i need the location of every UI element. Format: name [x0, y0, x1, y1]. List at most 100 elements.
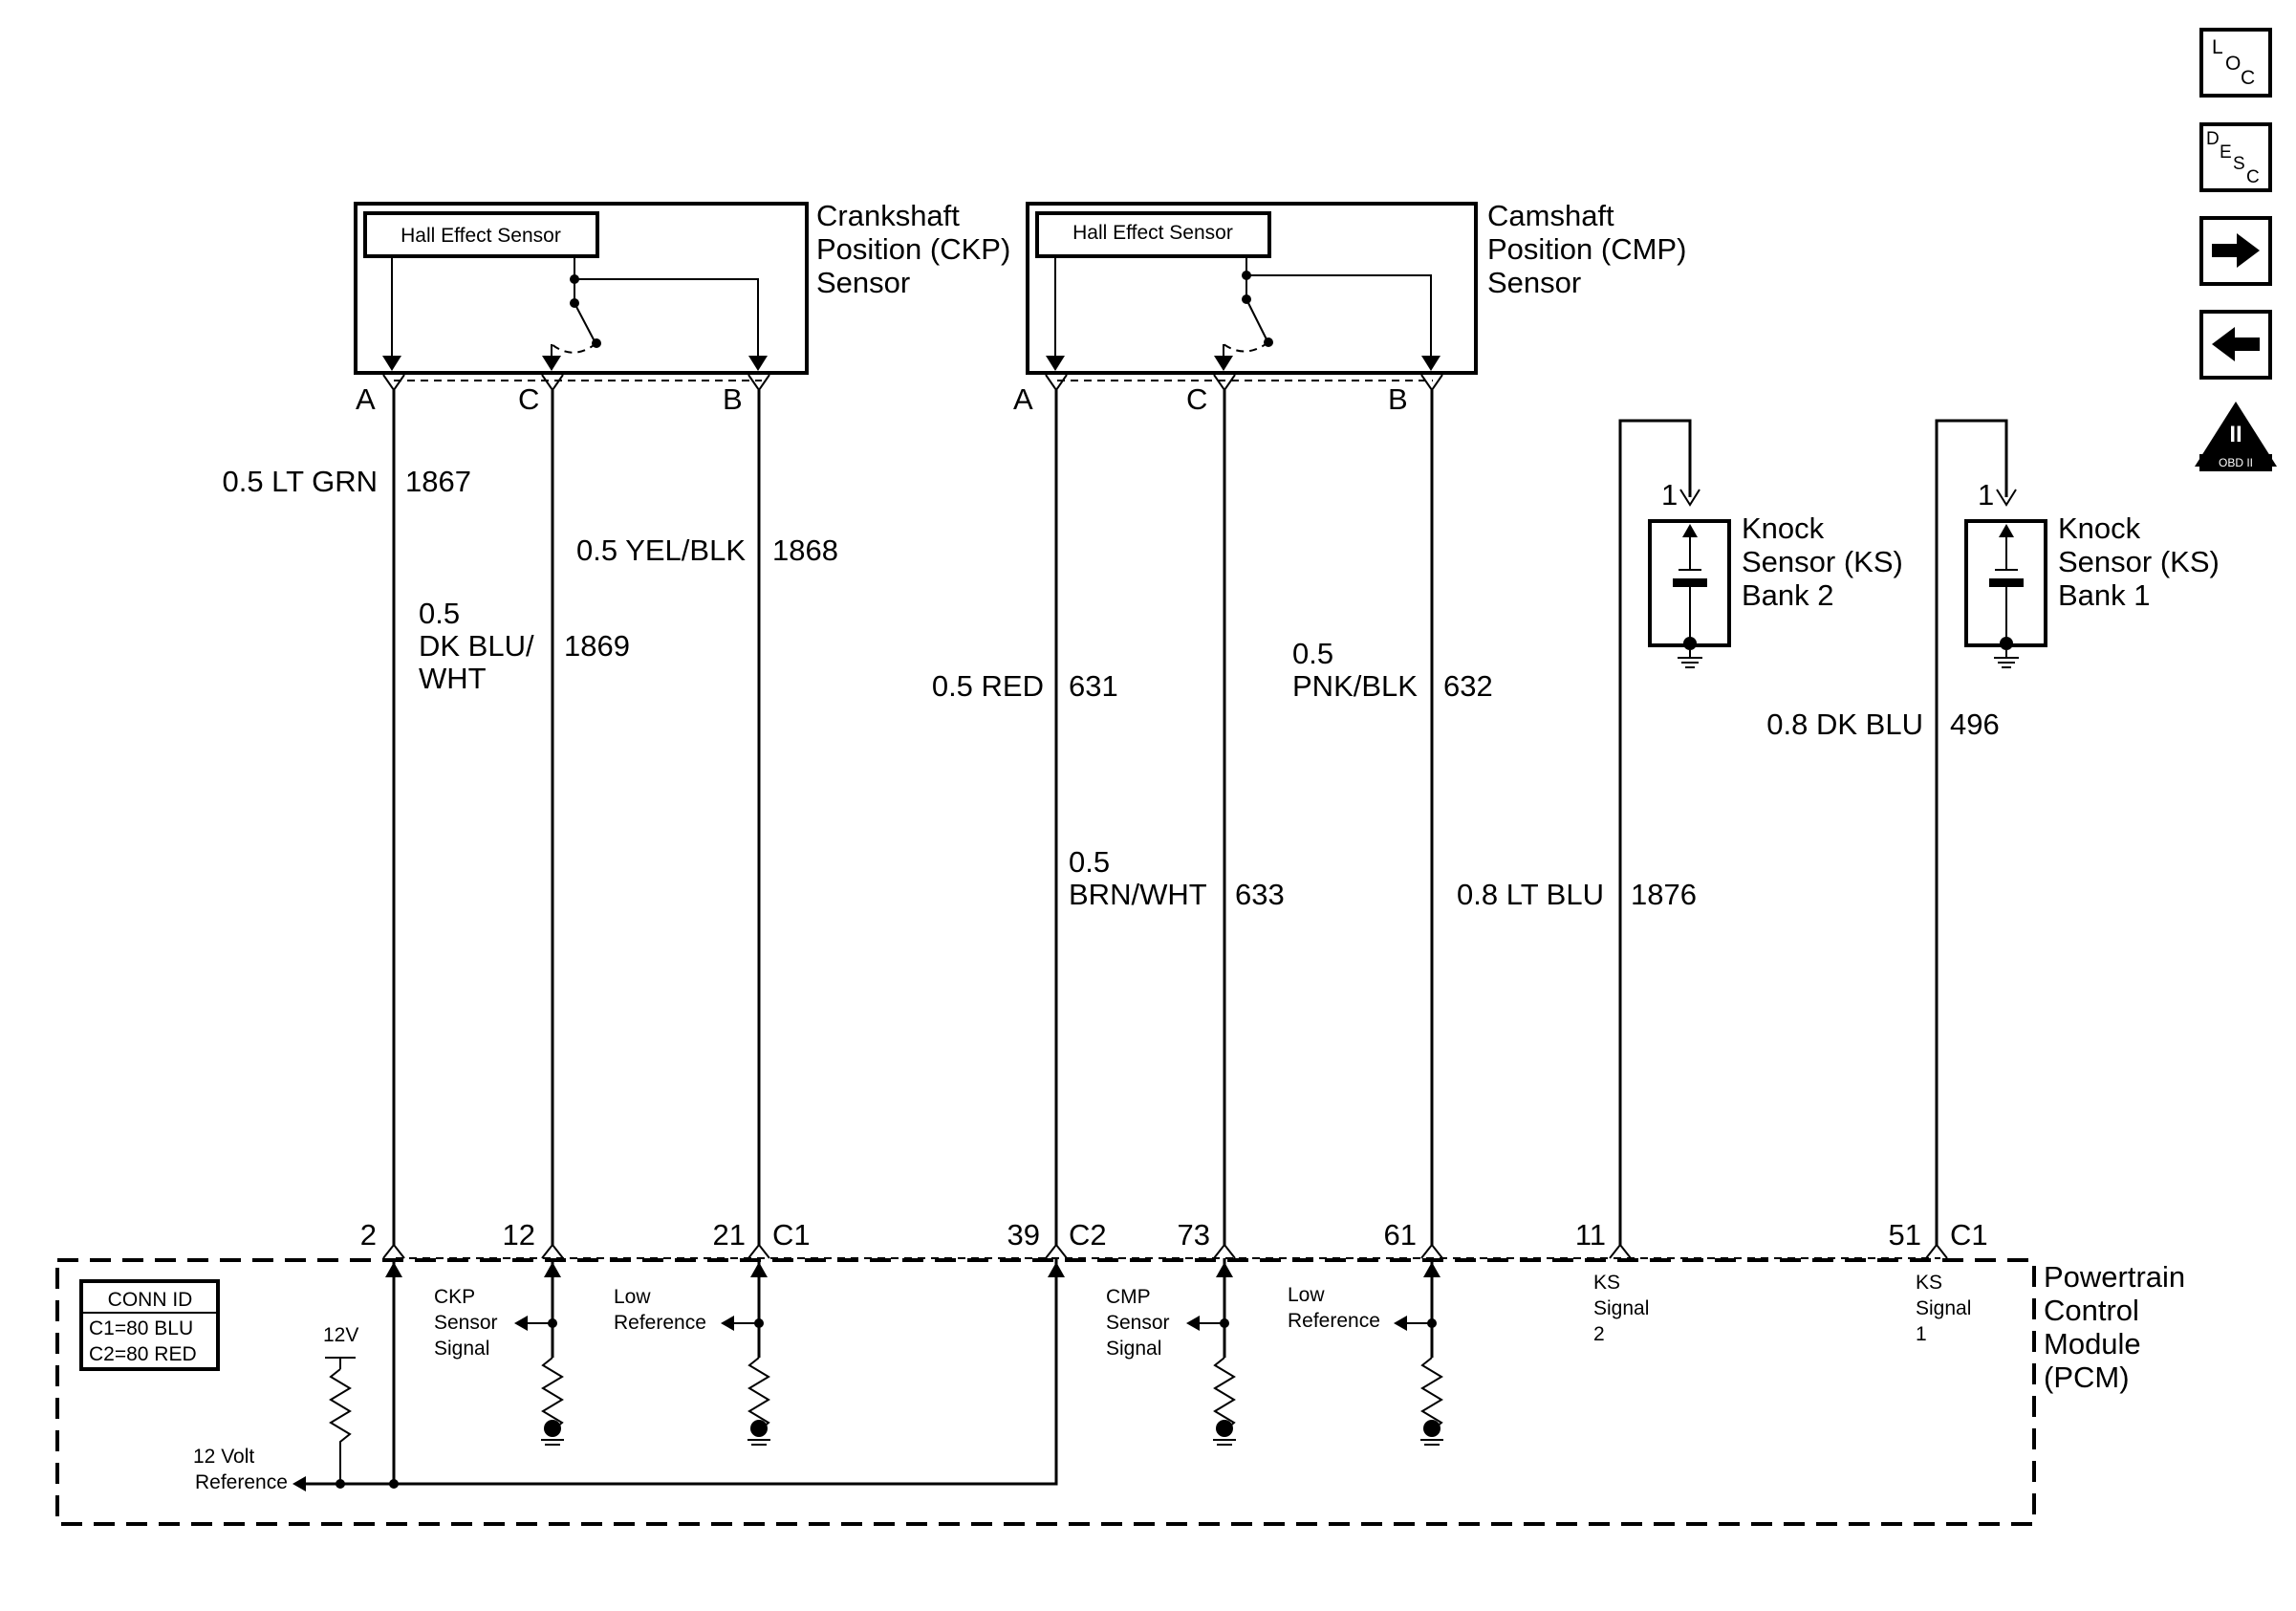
arrow-right-icon — [2212, 233, 2260, 268]
nav-forward-button[interactable] — [2199, 216, 2272, 286]
ckp-hall-label: Hall Effect Sensor — [401, 225, 561, 247]
pcm-name-1: Powertrain — [2044, 1260, 2185, 1294]
knock-sensor-bank1: 1 Knock Sensor (KS) Bank 1 — [1964, 478, 2220, 668]
conn-id-c1: C1=80 BLU — [89, 1317, 193, 1339]
pcm-pin-61: 61 — [1384, 1218, 1417, 1252]
loc-o: O — [2225, 53, 2241, 75]
cmp-pin-b: B — [1388, 382, 1408, 416]
wire-ks2 — [1618, 419, 1692, 1245]
cmp-pin-c: C — [1186, 382, 1207, 416]
cmp-wire-b-color-2: PNK/BLK — [1292, 669, 1418, 703]
ks2-sig-3: 2 — [1593, 1323, 1605, 1345]
cmp-sig-1: CMP — [1106, 1286, 1151, 1308]
pcm-name-3: Module — [2044, 1327, 2141, 1361]
ckp-wire-b-circuit: 1868 — [772, 533, 838, 567]
cmp-wire-b-color-1: 0.5 — [1292, 637, 1333, 670]
ks1-wire-color: 0.8 DK BLU — [1766, 708, 1923, 741]
cmp-hall-box — [1035, 211, 1271, 258]
ckp-sig-1: CKP — [434, 1286, 475, 1308]
ckp-wire-c-color-1: 0.5 — [419, 597, 460, 630]
ks1-sig-1: KS — [1916, 1272, 1942, 1294]
cmp-wire-a-color: 0.5 RED — [932, 669, 1044, 703]
pcm-pin-39: 39 — [1007, 1218, 1040, 1252]
pcm-pin-51: 51 — [1889, 1218, 1921, 1252]
wire-ks1 — [1935, 419, 2008, 1245]
desc-c: C — [2246, 167, 2260, 187]
obd-numeral: II — [2229, 422, 2242, 447]
desc-e: E — [2220, 142, 2232, 163]
ks1-wire-circuit: 496 — [1950, 708, 2000, 741]
cmp-wire-a2-circuit: 633 — [1235, 878, 1285, 911]
cmp-sig-3: Signal — [1106, 1338, 1161, 1360]
ks2-sig-2: Signal — [1593, 1297, 1649, 1319]
cmp-wire-b2-circuit: 1876 — [1631, 878, 1697, 911]
ckp-wire-c-color-2: DK BLU/ — [419, 629, 534, 663]
loc-l: L — [2212, 36, 2223, 58]
cmp-name-3: Sensor — [1487, 266, 1581, 299]
cmp-name-1: Camshaft — [1487, 199, 1614, 232]
pcm-pin-2: 2 — [360, 1218, 377, 1252]
pcm-12v-label: 12V — [323, 1324, 358, 1346]
wires — [382, 374, 2008, 1259]
ks2-name-3: Bank 2 — [1742, 578, 1834, 612]
low-ref2-2: Reference — [1288, 1310, 1380, 1332]
conn-id-c2: C2=80 RED — [89, 1343, 197, 1365]
nav-loc-button[interactable]: L O C — [2199, 28, 2272, 98]
ckp-wire-a-circuit: 1867 — [405, 465, 471, 498]
cmp-wire-a2-color-2: BRN/WHT — [1069, 878, 1207, 911]
pcm-c2: C2 — [1069, 1218, 1107, 1252]
cmp-wire-a-circuit: 631 — [1069, 669, 1118, 703]
pcm-pin-11: 11 — [1575, 1218, 1606, 1252]
pcm-name-2: Control — [2044, 1294, 2139, 1327]
ks2-name-2: Sensor (KS) — [1742, 545, 1903, 578]
desc-d: D — [2206, 129, 2220, 149]
ks1-sig-3: 1 — [1916, 1323, 1927, 1345]
ks2-sig-1: KS — [1593, 1272, 1620, 1294]
cmp-wire-a2-color-1: 0.5 — [1069, 845, 1110, 879]
cmp-pin-a: A — [1013, 382, 1033, 416]
ks2-name-1: Knock — [1742, 512, 1825, 545]
nav-back-button[interactable] — [2199, 310, 2272, 380]
pcm-12v-ref-1: 12 Volt — [193, 1446, 254, 1468]
pcm-name-4: (PCM) — [2044, 1361, 2130, 1394]
ckp-wire-b-color: 0.5 YEL/BLK — [576, 533, 746, 567]
ks1-pin: 1 — [1978, 478, 1994, 512]
ckp-name-3: Sensor — [816, 266, 910, 299]
ckp-name-1: Crankshaft — [816, 199, 960, 232]
ckp-sensor: Hall Effect Sensor Crankshaft Position (… — [354, 199, 1010, 375]
obd-text: OBD II — [2219, 456, 2253, 469]
pcm-pin-21: 21 — [713, 1218, 746, 1252]
ckp-sig-2: Sensor — [434, 1312, 498, 1334]
knock-sensor-bank2: 1 Knock Sensor (KS) Bank 2 — [1648, 478, 1903, 668]
ks1-sig-2: Signal — [1916, 1297, 1971, 1319]
ckp-hall-box — [363, 211, 599, 258]
conn-id-title: CONN ID — [108, 1289, 193, 1311]
ckp-sig-3: Signal — [434, 1338, 489, 1360]
pcm-box — [55, 1258, 2036, 1526]
ks1-name-2: Sensor (KS) — [2058, 545, 2220, 578]
ckp-pin-a: A — [356, 382, 376, 416]
nav-obd-button[interactable]: II OBD II — [2195, 402, 2277, 471]
loc-c: C — [2241, 67, 2255, 89]
pcm-pin-73: 73 — [1178, 1218, 1210, 1252]
pcm-c1-left: C1 — [772, 1218, 811, 1252]
conn-id-box: CONN ID C1=80 BLU C2=80 RED — [79, 1279, 220, 1371]
cmp-name-2: Position (CMP) — [1487, 232, 1686, 266]
obd-ii-icon: II OBD II — [2195, 402, 2277, 471]
cmp-wire-b-circuit: 632 — [1443, 669, 1493, 703]
ckp-pin-c: C — [518, 382, 539, 416]
ks2-pin: 1 — [1661, 478, 1678, 512]
ckp-wire-c-color-3: WHT — [419, 662, 487, 695]
nav-desc-button[interactable]: D E S C — [2199, 122, 2272, 192]
arrow-left-icon — [2212, 327, 2260, 361]
ckp-name-2: Position (CKP) — [816, 232, 1010, 266]
desc-s: S — [2233, 154, 2245, 174]
cmp-sig-2: Sensor — [1106, 1312, 1170, 1334]
pcm-12v-ref-2: Reference — [195, 1471, 288, 1493]
ks1-name-3: Bank 1 — [2058, 578, 2151, 612]
cmp-sensor: Hall Effect Sensor Camshaft Position (CM… — [1026, 199, 1686, 375]
pcm-c1-right: C1 — [1950, 1218, 1988, 1252]
ks1-name-1: Knock — [2058, 512, 2141, 545]
ckp-pin-b: B — [723, 382, 743, 416]
